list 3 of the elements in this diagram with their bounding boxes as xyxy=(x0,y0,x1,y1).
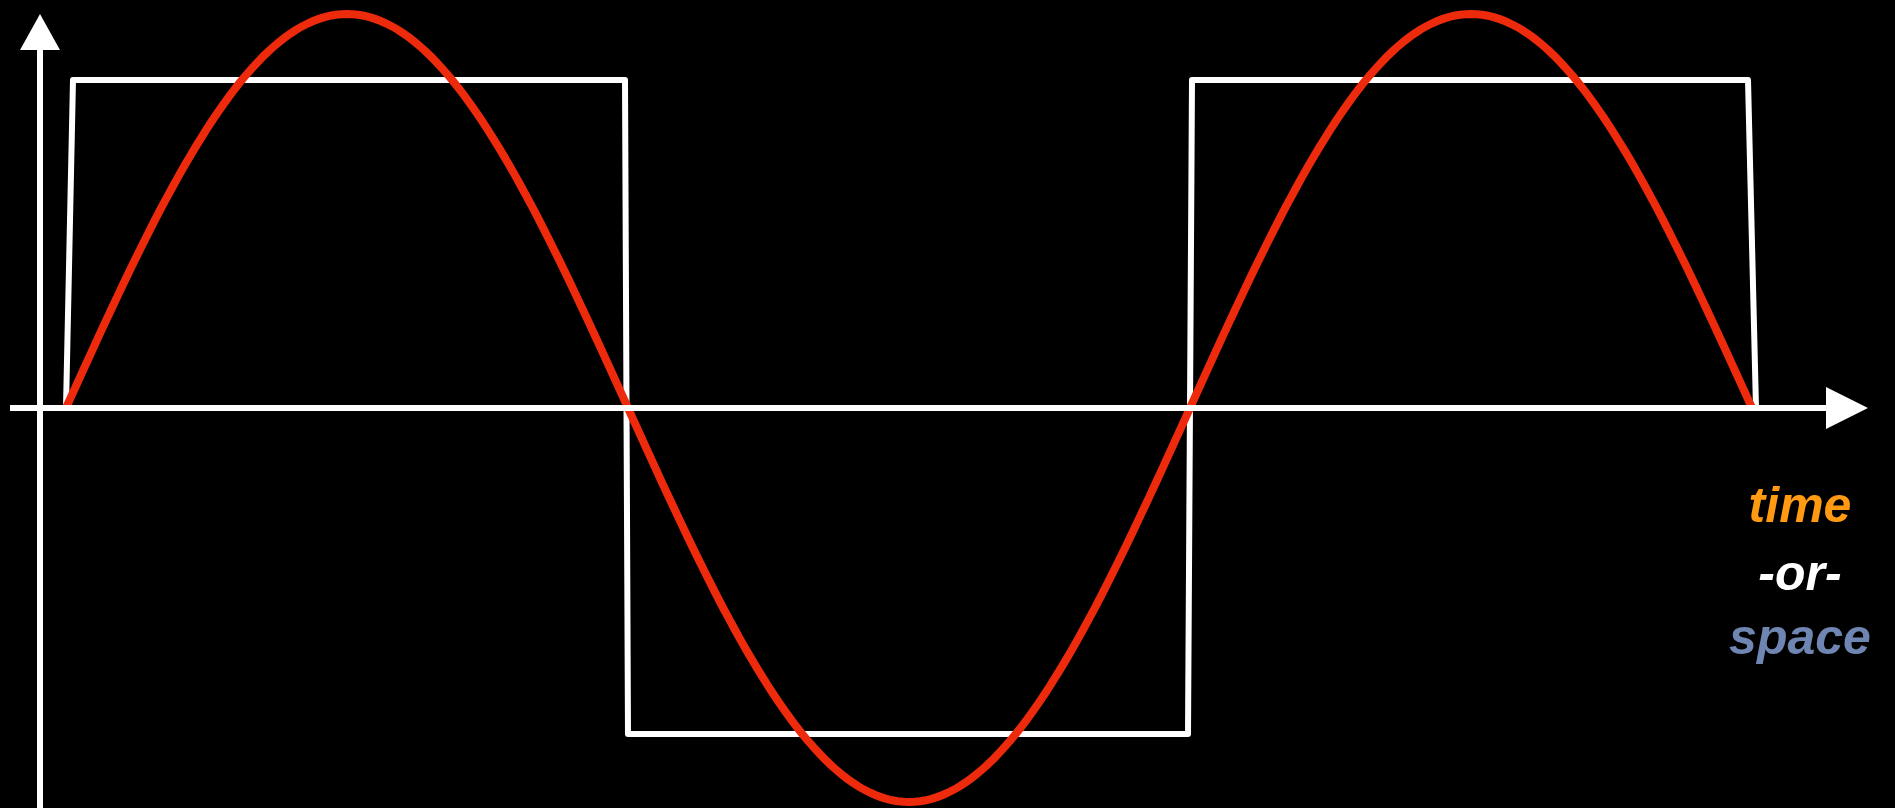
axis-label: time xyxy=(1748,480,1852,530)
axis-label: space xyxy=(1729,612,1871,662)
axis-label: -or- xyxy=(1758,548,1842,598)
